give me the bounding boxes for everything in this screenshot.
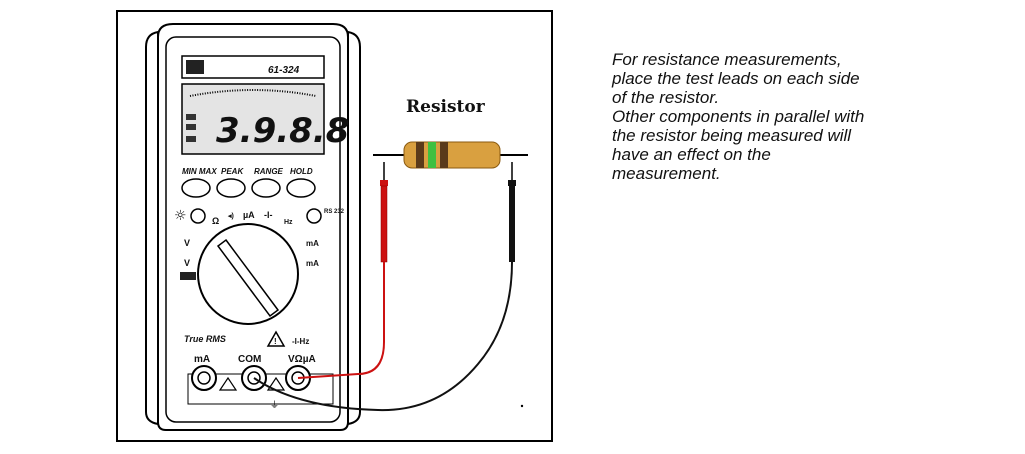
true-rms-label: True RMS [184,334,226,344]
rs232-button[interactable] [306,208,322,224]
dial-label-vac: V [184,258,190,268]
warning-mark: ! [274,337,277,346]
caption-line: of the resistor. [612,88,720,107]
warning-icon [266,330,286,347]
lcd-indicator-1 [186,114,196,120]
model-label: 61-324 [268,65,300,76]
jack-label-com: COM [238,354,261,365]
dial-pointer [216,238,280,318]
lcd-reading: 3.9.8.8 [216,111,349,151]
rs232-label: RS 232 [324,209,345,215]
peak-button[interactable] [216,178,246,198]
resistor-band-3 [440,142,448,168]
resistor-band-1 [416,142,424,168]
button-label-minmax: MIN MAX [182,167,217,176]
dial-label-capacitor: -I- [264,210,273,220]
jack-label-v: VΩµA [288,354,316,365]
dial-label-a: mA [306,259,319,268]
caption-text: For resistance measurements, place the t… [612,50,972,183]
dial-label-vdc: V [184,238,190,248]
resistor-band-2 [428,142,436,168]
warning-icon-ma [218,376,238,391]
black-probe-handle [509,186,515,262]
stray-dot [520,404,524,408]
diagram-frame: 61-324 3.9.8.8 MIN MAX PEAK RANGE HOLD ☼… [116,10,553,442]
caption-line: place the test leads on each side [612,69,860,88]
dial-label-ohm: Ω [212,216,219,226]
caption-line: measurement. [612,164,721,183]
button-label-peak: PEAK [221,167,244,176]
red-test-lead [297,262,385,379]
ma-jack-inner [197,371,211,385]
red-probe-handle [380,185,388,263]
mode-indicator [180,272,196,280]
lcd-bargraph [189,89,317,97]
brand-strip [181,55,325,79]
range-button[interactable] [251,178,281,198]
jack-v-top-label: -I-Hz [292,337,309,346]
dial-label-ma: mA [306,239,319,248]
backlight-button[interactable] [190,208,206,224]
lcd-indicator-2 [186,124,196,130]
lcd-indicator-3 [186,136,196,142]
minmax-button[interactable] [181,178,211,198]
ground-icon: ⏚ [270,400,279,411]
meter-inner-face [165,36,341,423]
button-label-hold: HOLD [290,167,313,176]
red-probe-collar [380,180,388,186]
backlight-icon: ☼ [174,208,187,224]
jack-panel [187,373,334,405]
caption-line: Other components in parallel with [612,107,865,126]
dial-label-microamp: µA [243,210,255,220]
black-probe-collar [508,180,516,186]
caption-line: For resistance measurements, [612,50,842,69]
caption-line: the resistor being measured will [612,126,852,145]
brand-logo [186,60,204,74]
jack-label-ma: mA [194,354,210,365]
lcd-display [181,83,325,155]
dial-label-hz: Hz [284,219,293,226]
resistor-label: Resistor [406,97,486,117]
caption-line: have an effect on the [612,145,771,164]
multimeter-diagram: 61-324 3.9.8.8 MIN MAX PEAK RANGE HOLD ☼… [145,23,528,431]
meter-side-grip-left [145,30,159,426]
meter-side-grip-right [347,30,361,426]
function-buttons: MIN MAX PEAK RANGE HOLD [181,167,316,198]
hold-button[interactable] [286,178,316,198]
black-test-lead [253,261,513,412]
dial-label-continuity: ◂) [227,213,234,220]
button-label-range: RANGE [254,167,284,176]
